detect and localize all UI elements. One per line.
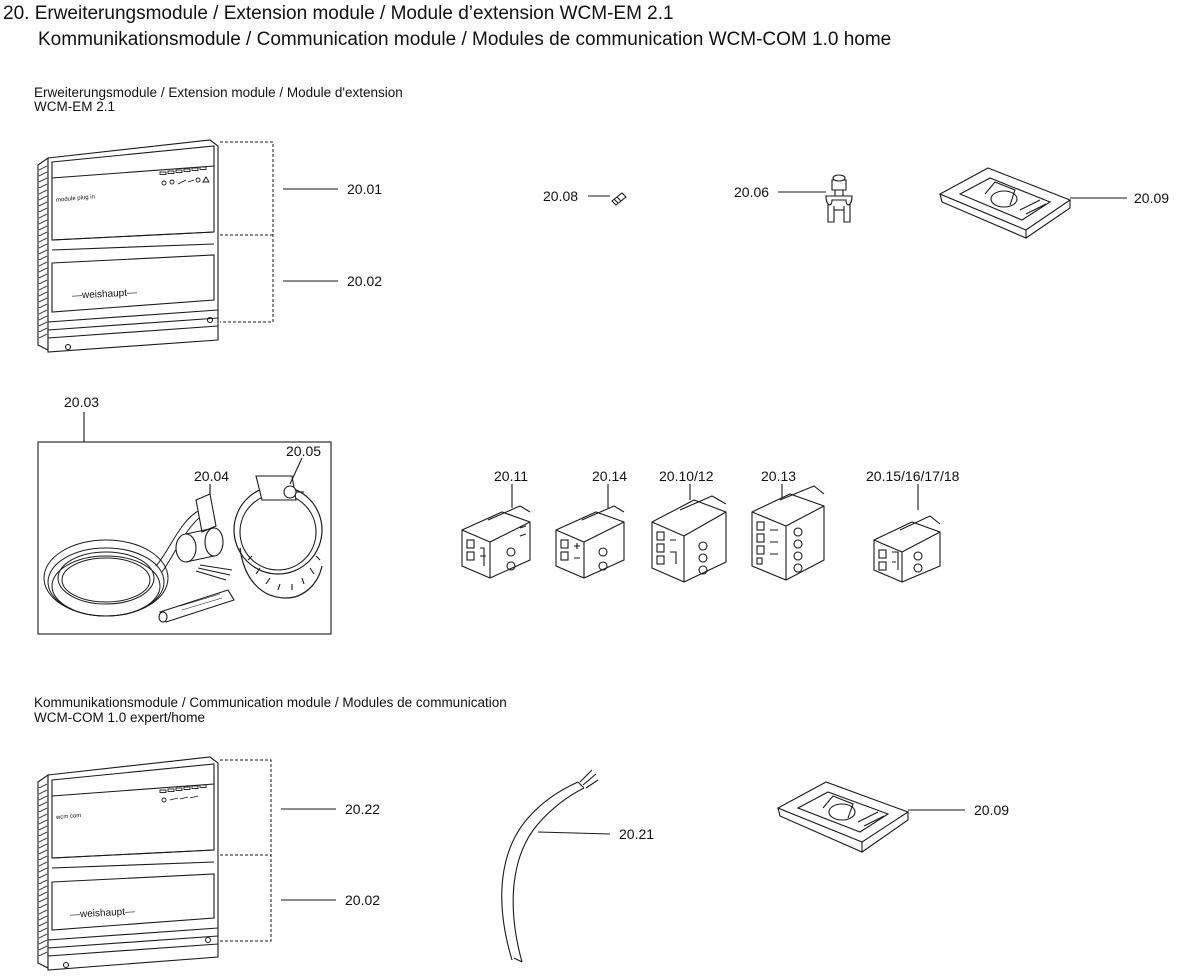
holder-part-2009-top [938, 167, 1127, 239]
part-label-2009-top: 20.09 [1134, 190, 1170, 206]
part-label-2002-em: 20.02 [347, 273, 383, 289]
section-em-title: Erweiterungsmodule / Extension module / … [34, 85, 403, 100]
sensor-wires [195, 564, 233, 581]
com-module-bracket [220, 759, 272, 942]
com-module-housing [37, 756, 219, 971]
cable-part-2021 [501, 769, 611, 963]
pin-part-2008 [588, 192, 627, 206]
part-label-2005: 20.05 [286, 443, 322, 459]
connector-20151617 [873, 484, 941, 583]
part-label-2014: 20.14 [592, 468, 628, 484]
connector-201012 [651, 484, 727, 583]
clip-part-2006 [778, 174, 853, 223]
part-label-2011: 20.11 [494, 468, 528, 484]
sensor-clamp-2005 [233, 475, 323, 599]
sensor-label-tube [158, 589, 235, 623]
part-label-2002-com: 20.02 [345, 892, 381, 908]
sensor-kit-frame [37, 441, 332, 635]
em-module-bracket [220, 141, 274, 323]
part-label-20151617: 20.15/16/17/18 [866, 468, 960, 484]
page-title-line2: Kommunikationsmodule / Communication mod… [38, 29, 892, 50]
page-title-line1: 20. Erweiterungsmodule / Extension modul… [3, 3, 674, 24]
part-label-2021: 20.21 [619, 826, 655, 842]
holder-part-2009-bottom [776, 781, 965, 853]
part-label-2004: 20.04 [194, 468, 230, 484]
leader-2005 [289, 457, 303, 485]
sensor-cable-coil [43, 509, 205, 617]
part-label-201012: 20.10/12 [659, 468, 714, 484]
connector-2011 [461, 484, 531, 579]
em-module-housing [37, 139, 219, 353]
part-label-2003: 20.03 [64, 394, 100, 410]
part-label-2006: 20.06 [734, 184, 770, 200]
connector-2013 [751, 484, 825, 581]
section-em-subtitle: WCM-EM 2.1 [34, 99, 115, 114]
part-label-2001: 20.01 [347, 181, 383, 197]
sensor-probe-2004 [195, 486, 217, 533]
section-com-subtitle: WCM-COM 1.0 expert/home [34, 710, 206, 725]
part-label-2022: 20.22 [345, 801, 381, 817]
part-label-2009-bottom: 20.09 [974, 802, 1010, 818]
sensor-sleeve [175, 527, 224, 563]
connector-2014 [555, 484, 625, 579]
part-label-2013: 20.13 [761, 468, 797, 484]
part-label-2008: 20.08 [543, 188, 579, 204]
section-com-title: Kommunikationsmodule / Communication mod… [34, 695, 507, 710]
